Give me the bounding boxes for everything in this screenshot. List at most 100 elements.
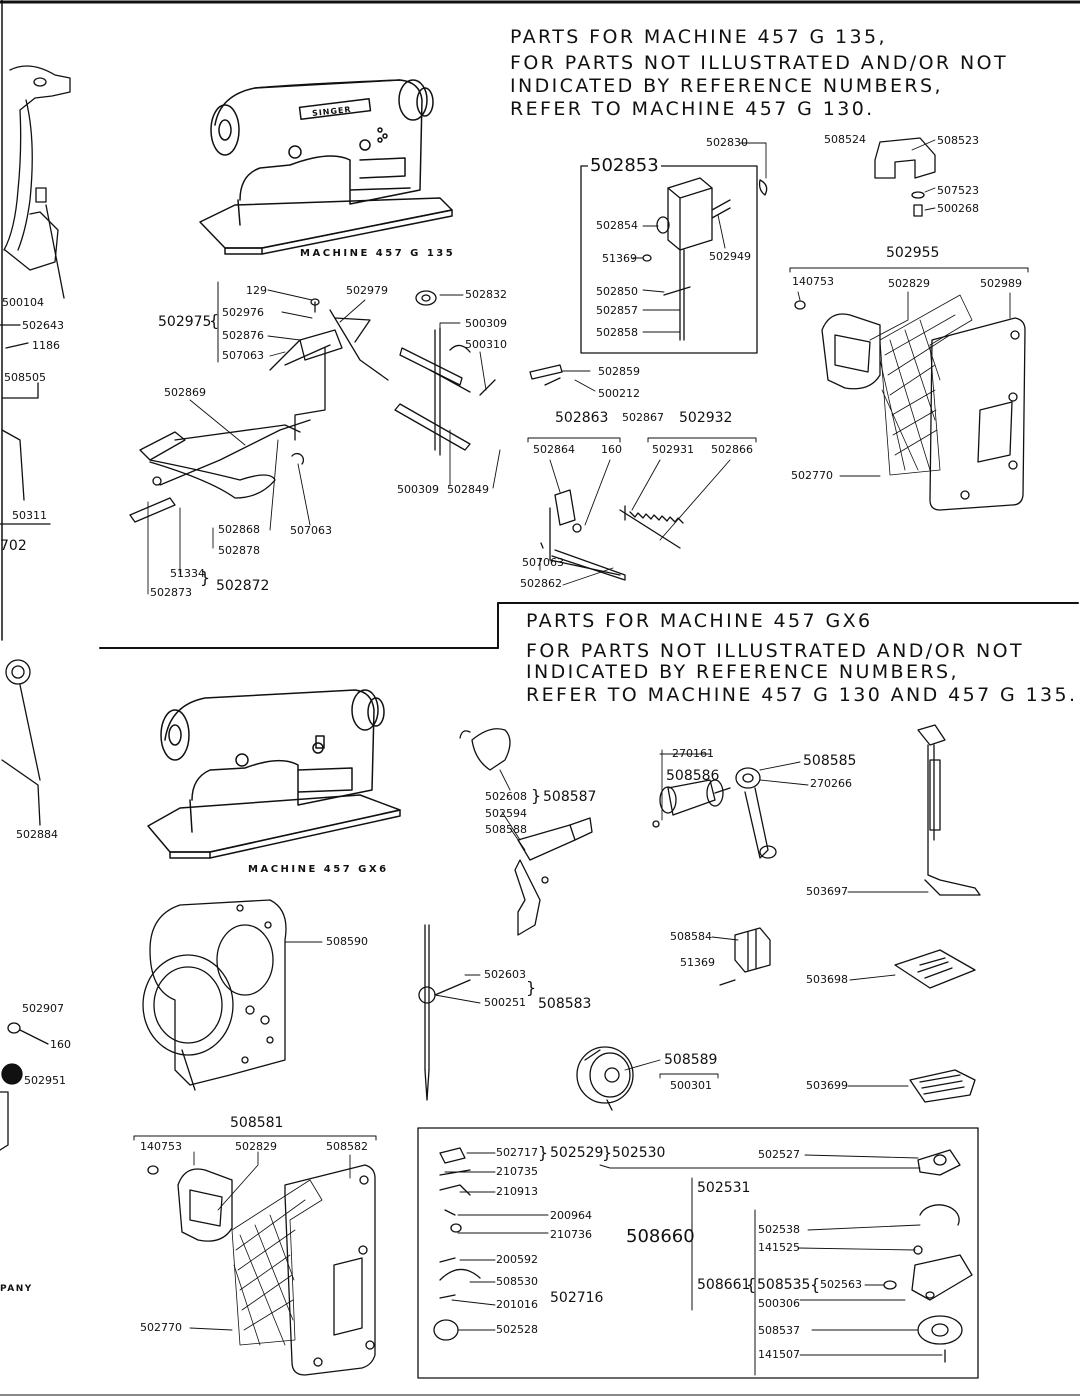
label-140753-a: 140753	[792, 275, 834, 288]
label-502538: 502538	[758, 1223, 800, 1236]
label-company-fragment: PANY	[0, 1284, 33, 1294]
label-270161: 270161	[672, 747, 714, 760]
label-508524: 508524	[824, 133, 866, 146]
label-200964: 200964	[550, 1209, 592, 1222]
part-502832-washer	[415, 290, 437, 306]
part-508524-bracket	[874, 137, 936, 217]
part-507063-ring	[291, 452, 305, 465]
label-500310: 500310	[465, 338, 507, 351]
hook-parts	[433, 1147, 973, 1363]
label-702: 702	[0, 538, 27, 554]
part-502869-knee-lever	[129, 419, 311, 523]
label-502868: 502868	[218, 523, 260, 536]
label-502876: 502876	[222, 329, 264, 342]
label-503697: 503697	[806, 885, 848, 898]
g135-header-line-1: PARTS FOR MACHINE 457 G 135,	[510, 26, 887, 48]
label-502866: 502866	[711, 443, 753, 456]
part-502863-thread-guide	[540, 489, 626, 581]
label-500104: 500104	[2, 296, 44, 309]
label-508523: 508523	[937, 134, 979, 147]
label-508585: 508585	[803, 753, 857, 769]
left-edge-part-screw	[0, 1022, 49, 1151]
label-502563: 502563	[820, 1278, 862, 1291]
gx6-leader-lines	[189, 749, 943, 1356]
label-503699: 503699	[806, 1079, 848, 1092]
label-508537: 508537	[758, 1324, 800, 1337]
part-508587-bracket	[459, 728, 593, 936]
brace-508583: }	[526, 978, 537, 997]
label-210735: 210735	[496, 1165, 538, 1178]
assembly-502975: 502975	[158, 314, 212, 330]
label-508586: 508586	[666, 768, 720, 784]
label-502907: 502907	[22, 1002, 64, 1015]
assembly-502530: 502530	[612, 1145, 666, 1161]
g135-header-line-3: INDICATED BY REFERENCE NUMBERS,	[510, 75, 943, 97]
label-500301: 500301	[670, 1079, 712, 1092]
label-502949: 502949	[709, 250, 751, 263]
gx6-header-line-1: PARTS FOR MACHINE 457 GX6	[526, 610, 873, 632]
assembly-502863: 502863	[555, 410, 609, 426]
machine-457g135-caption: MACHINE 457 G 135	[300, 248, 456, 259]
assembly-502531: 502531	[697, 1180, 751, 1196]
label-502951: 502951	[24, 1074, 66, 1087]
label-502528: 502528	[496, 1323, 538, 1336]
part-502830-clip	[758, 179, 768, 196]
label-51369-a: 51369	[602, 252, 637, 265]
machine-457gx6-caption: MACHINE 457 GX6	[248, 864, 389, 875]
label-507063-b: 507063	[290, 524, 332, 537]
part-508583-needle-bar	[418, 924, 471, 1101]
label-210736: 210736	[550, 1228, 592, 1241]
label-502594: 502594	[485, 807, 527, 820]
label-502884: 502884	[16, 828, 58, 841]
assembly-508581: 508581	[230, 1115, 284, 1131]
label-270266: 270266	[810, 777, 852, 790]
assembly-502529: 502529	[550, 1145, 604, 1161]
label-507063-c: 507063	[522, 556, 564, 569]
machine-457gx6-drawing	[147, 689, 401, 859]
label-502829-b: 502829	[235, 1140, 277, 1153]
label-141525: 141525	[758, 1241, 800, 1254]
g135-header-line-4: REFER TO MACHINE 457 G 130.	[510, 98, 875, 120]
part-503697-presser-foot	[917, 724, 981, 896]
label-500212: 500212	[598, 387, 640, 400]
label-507523: 507523	[937, 184, 979, 197]
label-502864: 502864	[533, 443, 575, 456]
label-502873: 502873	[150, 586, 192, 599]
label-508505: 508505	[4, 371, 46, 384]
brace-508661: {	[746, 1275, 757, 1294]
label-503698: 503698	[806, 973, 848, 986]
left-edge-leader-lines	[0, 324, 51, 826]
part-508589-pulley	[576, 1046, 634, 1111]
label-508530: 508530	[496, 1275, 538, 1288]
label-160: 160	[50, 1038, 71, 1051]
label-502829-a: 502829	[888, 277, 930, 290]
label-160-b: 160	[601, 443, 622, 456]
assembly-502867: 502867	[622, 411, 664, 424]
part-502770-gasket	[879, 294, 973, 476]
label-51369-b: 51369	[680, 956, 715, 969]
label-502878: 502878	[218, 544, 260, 557]
label-502862: 502862	[520, 577, 562, 590]
label-502603: 502603	[484, 968, 526, 981]
label-502770-a: 502770	[791, 469, 833, 482]
gx6-braces	[133, 1135, 919, 1376]
part-502859-pin	[529, 364, 563, 386]
label-200592: 200592	[496, 1253, 538, 1266]
frame-502853	[580, 165, 758, 354]
label-500309-a: 500309	[465, 317, 507, 330]
brace-502975: {	[209, 311, 220, 330]
part-502849-rod	[394, 327, 496, 456]
part-503698-throat-plate	[894, 949, 976, 989]
part-502829-lamp-cover	[794, 300, 881, 390]
brace-508535: {	[810, 1275, 821, 1294]
label-502717: 502717	[496, 1146, 538, 1159]
gx6-header-line-4: REFER TO MACHINE 457 G 130 AND 457 G 135…	[526, 684, 1078, 706]
label-502850: 502850	[596, 285, 638, 298]
label-502989: 502989	[980, 277, 1022, 290]
part-502932-spring	[619, 505, 684, 549]
label-51334: 51334	[170, 567, 205, 580]
label-508584: 508584	[670, 930, 712, 943]
part-508585-link	[735, 767, 777, 859]
